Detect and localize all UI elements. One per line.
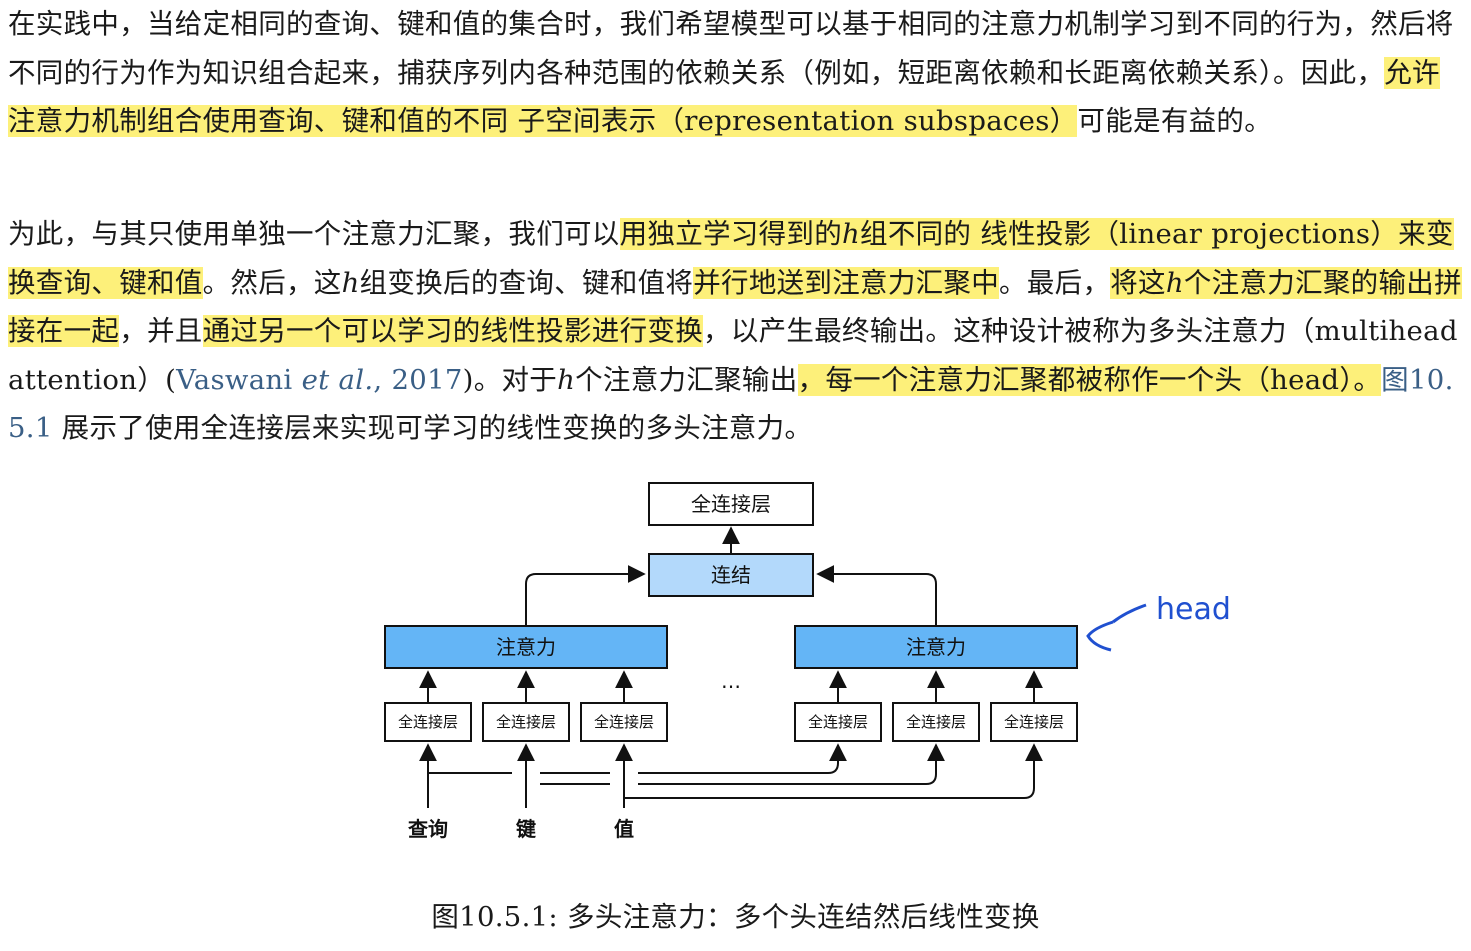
head-arrow-icon — [1086, 620, 1114, 652]
attention-box-right — [794, 625, 1078, 669]
h-variable: h — [842, 218, 861, 250]
paragraph-2-text-f1: )。对于 — [462, 363, 558, 396]
figure-caption: 图10.5.1: 多头注意力：多个头连结然后线性变换 — [431, 901, 1040, 933]
paragraph-1-text-a: 在实践中，当给定相同的查询、键和值的集合时，我们希望模型可以基于相同的注意力机制… — [8, 8, 1454, 89]
paragraph-2-text-g: 展示了使用全连接层来实现可学习的线性变换的多头注意力。 — [52, 412, 813, 444]
figure-reference-link[interactable]: 图10.5.1 — [8, 363, 1454, 445]
highlight-a-part-1: 用独立学习得到的 — [619, 218, 843, 250]
paragraph-2-text-d: ，并且 — [119, 315, 203, 347]
highlight-c-part-1: 将这 — [1110, 266, 1166, 299]
value-route-right — [624, 743, 1043, 799]
paragraph-2-text-f2: 个注意力汇聚输出 — [575, 363, 798, 396]
figure-svg: 全连接层 连结 注意力 注意力 head … 全连接层 全连接层 — [384, 482, 1231, 841]
concat-label: 连结 — [711, 563, 751, 587]
paragraph-2-highlight-b: 并行地送到注意力汇聚中 — [693, 266, 1000, 299]
fc-box — [892, 702, 980, 742]
ellipsis: … — [721, 669, 741, 693]
h-variable: h — [557, 363, 576, 396]
concat-box — [648, 553, 814, 597]
attention-label-left: 注意力 — [496, 635, 556, 659]
fc-label: 全连接层 — [594, 713, 654, 731]
fc-box — [384, 702, 472, 742]
paragraph-2-text-b1: 。然后，这 — [202, 266, 342, 299]
attention-label-right: 注意力 — [906, 635, 966, 659]
query-label: 查询 — [408, 817, 448, 841]
highlight-a-part-2: 组不同的 线性投影（linear projections）来变换查询、键和值 — [8, 218, 1454, 299]
fc-label: 全连接层 — [906, 713, 966, 731]
fc-box — [482, 702, 570, 742]
citation-link[interactable]: Vaswani et al., 2017 — [176, 364, 463, 396]
paragraph-2-highlight-f: ，每一个注意力汇聚都被称作一个头（head）。 — [797, 363, 1382, 396]
attention-left-to-concat-arrow — [525, 565, 646, 626]
paragraph-2-highlight-d: 通过另一个可以学习的线性投影进行变换 — [202, 315, 704, 347]
query-route-right — [638, 743, 847, 774]
head-annotation: head — [1156, 592, 1231, 627]
fc-label: 全连接层 — [496, 713, 556, 731]
attention-box-left — [384, 625, 668, 669]
paragraph-2: 为此，与其只使用单独一个注意力汇聚，我们可以用独立学习得到的h组不同的 线性投影… — [8, 210, 1464, 453]
fc-label: 全连接层 — [808, 713, 868, 731]
paragraph-2-text-a: 为此，与其只使用单独一个注意力汇聚，我们可以 — [8, 218, 620, 250]
value-label: 值 — [614, 817, 634, 841]
fc-label: 全连接层 — [1004, 713, 1064, 731]
citation-author: Vaswani — [176, 363, 302, 396]
highlight-c-part-2: 个注意力汇聚的输出拼接在一起 — [8, 266, 1462, 348]
attention-right-to-concat-arrow — [816, 565, 937, 626]
key-route-right — [638, 743, 945, 785]
head-curve — [1112, 603, 1147, 624]
multihead-attention-figure: 全连接层 连结 注意力 注意力 head … 全连接层 全连接层 — [378, 478, 1248, 858]
top-fc-box — [648, 482, 814, 526]
h-variable: h — [1165, 266, 1184, 299]
key-label: 键 — [516, 817, 536, 841]
citation-year: , 2017 — [373, 363, 463, 396]
paragraph-1: 在实践中，当给定相同的查询、键和值的集合时，我们希望模型可以基于相同的注意力机制… — [8, 0, 1464, 146]
paragraph-2-text-c: 。最后， — [999, 266, 1111, 299]
paragraph-2-text-b2: 组变换后的查询、键和值将 — [359, 266, 694, 299]
h-variable: h — [341, 266, 360, 299]
citation-etal: et al. — [301, 363, 374, 396]
top-fc-label: 全连接层 — [691, 492, 771, 516]
paragraph-1-text-b: 可能是有益的。 — [1077, 105, 1273, 137]
fc-label: 全连接层 — [398, 713, 458, 731]
paragraph-2-text-e: ，以产生最终输出。这种设计被称为多头注意力（multihead attentio… — [8, 315, 1458, 396]
